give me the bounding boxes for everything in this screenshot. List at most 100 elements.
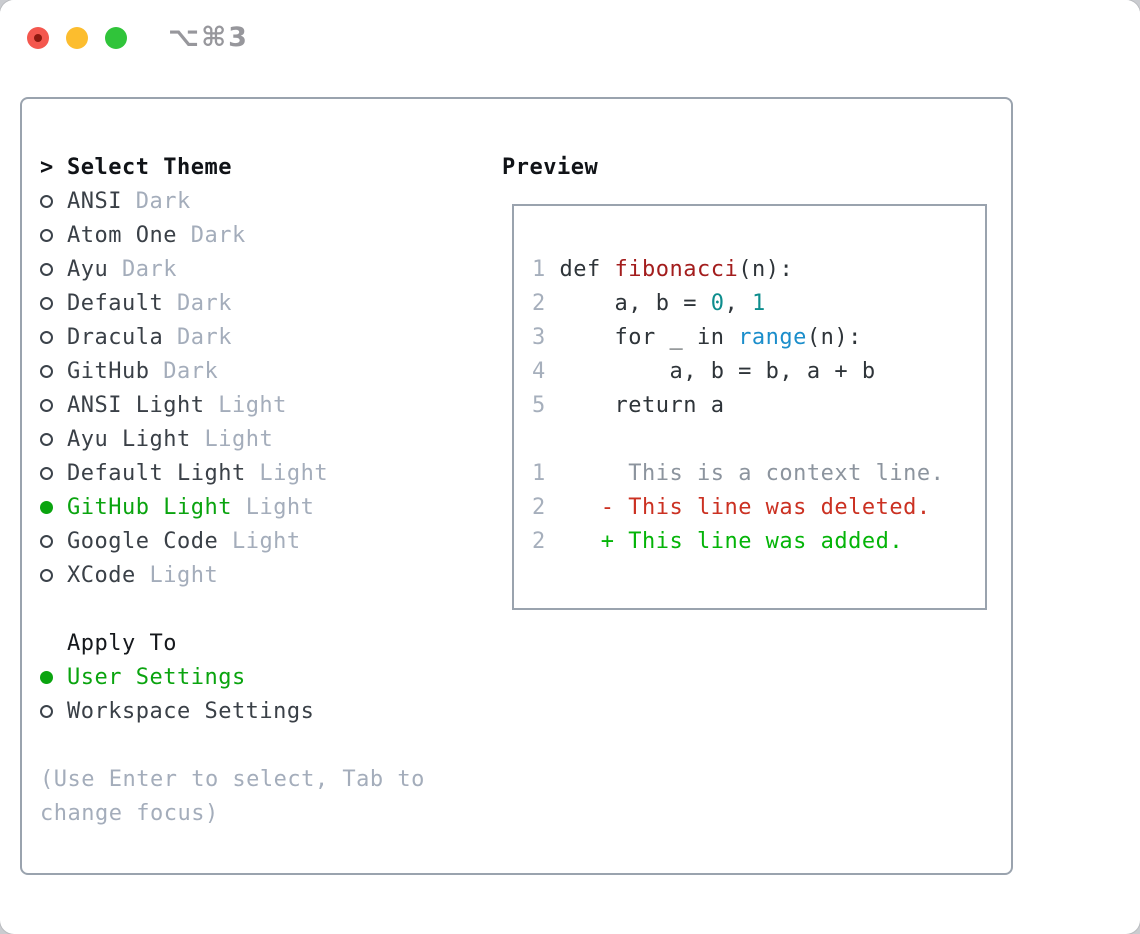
titlebar: ⌥⌘3 [0, 0, 1140, 76]
theme-item-github-light[interactable]: GitHub Light Light [40, 490, 500, 524]
gap [546, 325, 560, 350]
spacer [40, 728, 500, 762]
radio-icon [40, 330, 53, 344]
theme-item-atom-one[interactable]: Atom One Dark [40, 218, 500, 252]
theme-variant: Dark [176, 222, 246, 248]
diff-line-add: 2 + This line was added. [532, 524, 967, 558]
line-number: 2 [532, 290, 546, 316]
theme-item-xcode[interactable]: XCode Light [40, 558, 500, 592]
theme-item-google-code[interactable]: Google Code Light [40, 524, 500, 558]
radio-cell [40, 704, 67, 718]
radio-icon [40, 398, 53, 412]
radio-icon [40, 364, 53, 378]
radio-cell [40, 194, 67, 208]
radio-cell [40, 466, 67, 480]
theme-item-dracula[interactable]: Dracula Dark [40, 320, 500, 354]
theme-name: GitHub [67, 358, 150, 384]
radio-cell [40, 228, 67, 242]
radio-icon [40, 228, 53, 242]
code-token: return a [559, 392, 725, 418]
theme-variant: Light [218, 528, 301, 554]
line-number: 5 [532, 392, 546, 418]
gap [546, 257, 560, 282]
radio-icon [40, 704, 53, 718]
theme-variant: Dark [163, 324, 232, 350]
diff-text: This line was deleted. [628, 494, 931, 520]
radio-cell [40, 364, 67, 378]
radio-icon [40, 466, 53, 480]
code-line: 3 for _ in range(n): [532, 320, 967, 354]
radio-cell [40, 432, 67, 446]
theme-name: ANSI [67, 188, 122, 214]
close-button[interactable] [27, 27, 49, 49]
apply-option-label: User Settings [67, 664, 246, 690]
radio-cell [40, 568, 67, 582]
theme-name: Default [67, 290, 164, 316]
diff-sign: + [545, 528, 629, 554]
code-token: def [559, 256, 615, 282]
theme-name: GitHub Light [67, 494, 232, 520]
apply-option-label: Workspace Settings [67, 698, 315, 724]
code-token: for _ in [559, 324, 739, 350]
apply-to-heading-row: Apply To [40, 626, 500, 660]
theme-item-ansi[interactable]: ANSI Dark [40, 184, 500, 218]
diff-text: This line was added. [628, 528, 904, 554]
theme-name: Ayu Light [67, 426, 191, 452]
theme-variant: Light [231, 494, 315, 520]
radio-icon [40, 568, 53, 582]
theme-name: Atom One [67, 222, 177, 248]
theme-item-ayu-light[interactable]: Ayu Light Light [40, 422, 500, 456]
theme-variant: Light [245, 460, 329, 486]
code-line: 5 return a [532, 388, 967, 422]
blank-line [532, 422, 967, 456]
line-number: 4 [532, 358, 546, 384]
code-token: 0 [710, 290, 725, 316]
gap [546, 359, 560, 384]
select-theme-heading-row: >Select Theme [40, 150, 500, 184]
theme-item-ansi-light[interactable]: ANSI Light Light [40, 388, 500, 422]
radio-icon [40, 262, 53, 276]
zoom-button[interactable] [105, 27, 127, 49]
radio-selected-icon [40, 500, 53, 514]
code-line: 2 a, b = 0, 1 [532, 286, 967, 320]
line-number: 2 [532, 494, 546, 520]
unsaved-dot-icon [34, 34, 42, 42]
radio-icon [40, 534, 53, 548]
apply-option-workspace-settings[interactable]: Workspace Settings [40, 694, 500, 728]
radio-cell [40, 670, 67, 684]
select-theme-heading: Select Theme [67, 154, 232, 180]
theme-variant: Light [190, 426, 274, 452]
window-title: ⌥⌘3 [168, 22, 249, 53]
theme-item-ayu[interactable]: Ayu Dark [40, 252, 500, 286]
theme-item-github[interactable]: GitHub Dark [40, 354, 500, 388]
help-text-line-2: change focus) [40, 800, 219, 826]
apply-option-user-settings[interactable]: User Settings [40, 660, 500, 694]
radio-icon [40, 194, 53, 208]
radio-cell [40, 500, 67, 514]
theme-name: ANSI Light [67, 392, 205, 418]
radio-selected-icon [40, 670, 53, 684]
theme-item-default[interactable]: Default Dark [40, 286, 500, 320]
minimize-button[interactable] [66, 27, 88, 49]
theme-item-default-light[interactable]: Default Light Light [40, 456, 500, 490]
theme-variant: Dark [163, 290, 232, 316]
code-token: range [738, 324, 807, 350]
theme-variant: Dark [108, 256, 177, 282]
spacer [40, 592, 500, 626]
radio-icon [40, 296, 53, 310]
code-line: 1 def fibonacci(n): [532, 252, 967, 286]
preview-heading: Preview [502, 154, 599, 180]
theme-variant: Light [135, 562, 219, 588]
diff-text: This is a context line. [628, 460, 945, 486]
theme-name: Google Code [67, 528, 219, 554]
radio-cell [40, 330, 67, 344]
help-text-line-1: (Use Enter to select, Tab to [40, 766, 425, 792]
diff-line-del: 2 - This line was deleted. [532, 490, 967, 524]
theme-name: XCode [67, 562, 136, 588]
radio-cell [40, 296, 67, 310]
gap [546, 291, 560, 316]
